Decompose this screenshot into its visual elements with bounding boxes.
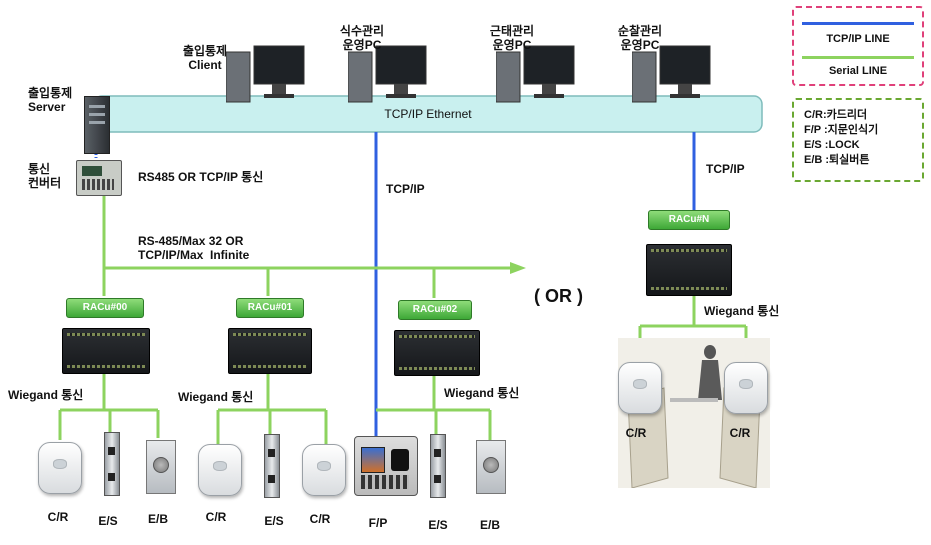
device-label: E/S	[264, 514, 284, 528]
client-pc-label: 출입통제 Client	[182, 44, 228, 72]
wiegand-tree-02	[376, 374, 492, 440]
electric-strike-icon	[264, 434, 280, 498]
wiegand-00-label: Wiegand 통신	[8, 388, 84, 402]
racu-n-board	[646, 244, 732, 296]
attendance-pc-label: 근태관리 운영PC	[489, 24, 535, 52]
gate-cr-left-label: C/R	[625, 426, 647, 440]
line-legend: TCP/IP LINE Serial LINE	[792, 6, 924, 86]
device-label: C/R	[47, 510, 69, 524]
exit-button-icon	[476, 440, 506, 494]
device-label: E/B	[479, 518, 501, 532]
tcpip-line-legend-label: TCP/IP LINE	[826, 33, 890, 45]
device-label: C/R	[309, 512, 331, 526]
abbr-line: E/B :퇴실버튼	[804, 154, 870, 166]
attendance-pc-icon	[496, 45, 575, 103]
racu-n-tag: RACu#N	[648, 210, 730, 230]
abbr-line: F/P :지문인식기	[804, 124, 879, 136]
serial-line-swatch	[802, 56, 914, 59]
ethernet-label: TCP/IP Ethernet	[384, 107, 472, 121]
device-label: E/B	[147, 512, 169, 526]
converter-device	[76, 160, 122, 196]
tcpip-line-swatch	[802, 22, 914, 25]
gate-card-reader-right	[724, 362, 768, 414]
racu-01-board	[228, 328, 312, 374]
wiegand-tree-00	[58, 372, 160, 440]
converter-label: 통신 컨버터	[28, 162, 62, 190]
tcpip-mid-label: TCP/IP	[386, 182, 425, 196]
device-label: E/S	[428, 518, 448, 532]
electric-strike-icon	[104, 432, 120, 496]
client-pc-icon	[226, 45, 305, 103]
server-tower	[84, 96, 110, 154]
abbreviation-legend: C/R:카드리더 F/P :지문인식기 E/S :LOCK E/B :퇴실버튼	[792, 98, 924, 182]
or-label: ( OR )	[534, 286, 583, 306]
rs485-conn-label: RS485 OR TCP/IP 통신	[138, 170, 264, 184]
wiegand-02-label: Wiegand 통신	[444, 386, 520, 400]
device-label: E/S	[98, 514, 118, 528]
abbr-line: E/S :LOCK	[804, 139, 860, 151]
card-reader-icon	[198, 444, 242, 496]
tcpip-right-label: TCP/IP	[706, 162, 745, 176]
serial-bus-arrow	[510, 262, 526, 274]
fingerprint-reader-icon	[354, 436, 418, 496]
card-reader-icon	[302, 444, 346, 496]
gate-card-reader-left	[618, 362, 662, 414]
server-label: 출입통제 Server	[28, 86, 73, 114]
meal-pc-icon	[348, 45, 427, 103]
racu-00-board	[62, 328, 150, 374]
serial-line-legend-label: Serial LINE	[828, 65, 888, 77]
patrol-pc-icon	[632, 45, 711, 103]
electric-strike-icon	[430, 434, 446, 498]
patrol-pc-label: 순찰관리 운영PC	[617, 24, 663, 52]
racu-02-board	[394, 330, 480, 376]
wiegand-tree-01	[216, 372, 328, 444]
racu-00-tag: RACu#00	[66, 298, 144, 318]
meal-pc-label: 식수관리 운영PC	[339, 24, 385, 52]
racu-01-tag: RACu#01	[236, 298, 304, 318]
gate-cr-right-label: C/R	[729, 426, 751, 440]
wiegand-n-label: Wiegand 통신	[704, 304, 780, 318]
device-label: C/R	[205, 510, 227, 524]
racu-02-tag: RACu#02	[398, 300, 472, 320]
card-reader-icon	[38, 442, 82, 494]
wiegand-01-label: Wiegand 통신	[178, 390, 254, 404]
bus-label: RS-485/Max 32 OR TCP/IP/Max Infinite	[138, 234, 250, 262]
exit-button-icon	[146, 440, 176, 494]
abbr-line: C/R:카드리더	[804, 109, 868, 121]
device-label: F/P	[368, 516, 388, 530]
